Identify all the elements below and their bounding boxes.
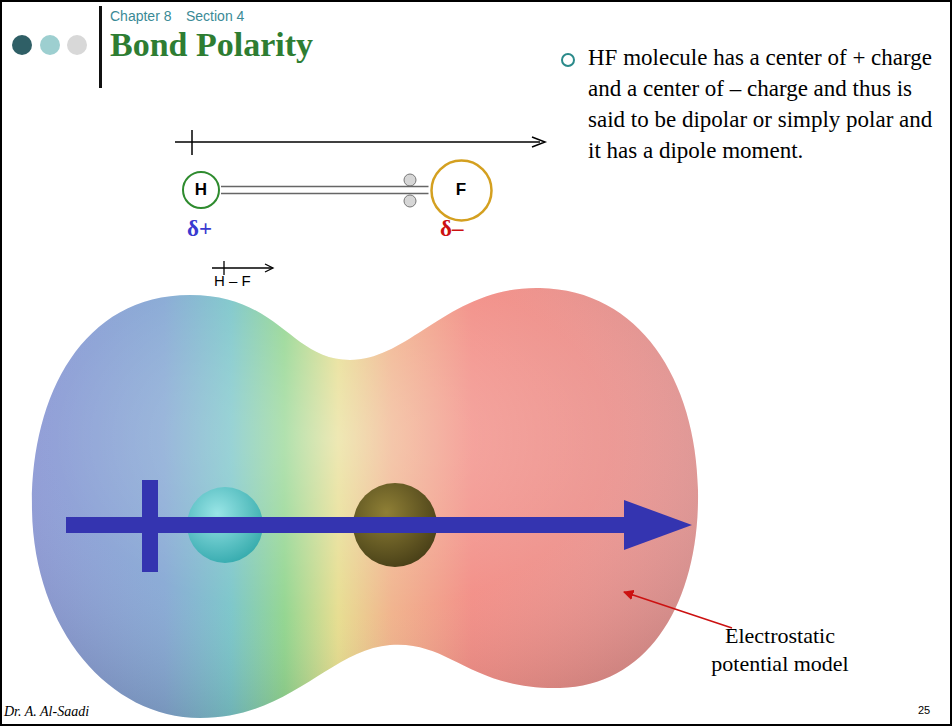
- bond-line: [221, 186, 429, 187]
- bullet-text: HF molecule has a center of + charge and…: [588, 42, 938, 166]
- model-caption: Electrostatic potential model: [700, 622, 860, 678]
- atom-symbol: H: [195, 180, 207, 200]
- electrostatic-potential-model: [32, 288, 698, 718]
- lone-pair-dots: [404, 174, 416, 207]
- slide-title: Bond Polarity: [110, 26, 313, 64]
- atom-symbol: F: [456, 180, 466, 200]
- covalent-bond: [221, 187, 429, 194]
- bond-label: H – F: [214, 272, 251, 289]
- bullet-dots: [12, 35, 87, 55]
- dipole-arrow-top: [175, 130, 545, 155]
- chapter-label: Chapter 8: [110, 8, 171, 24]
- page-number: 25: [918, 704, 930, 716]
- title-bar: [99, 6, 102, 88]
- partial-positive: δ+: [187, 216, 212, 242]
- hydrogen-atom: H: [181, 170, 221, 210]
- section-label: Section 4: [186, 8, 244, 24]
- bullet-marker: [562, 54, 574, 66]
- bond-line: [221, 193, 429, 194]
- author-footer: Dr. A. Al-Saadi: [4, 704, 89, 720]
- leader-line: [624, 592, 732, 628]
- atom-circle: [183, 172, 219, 208]
- fluorine-atom: F: [429, 158, 494, 223]
- atom-circle: [431, 160, 491, 220]
